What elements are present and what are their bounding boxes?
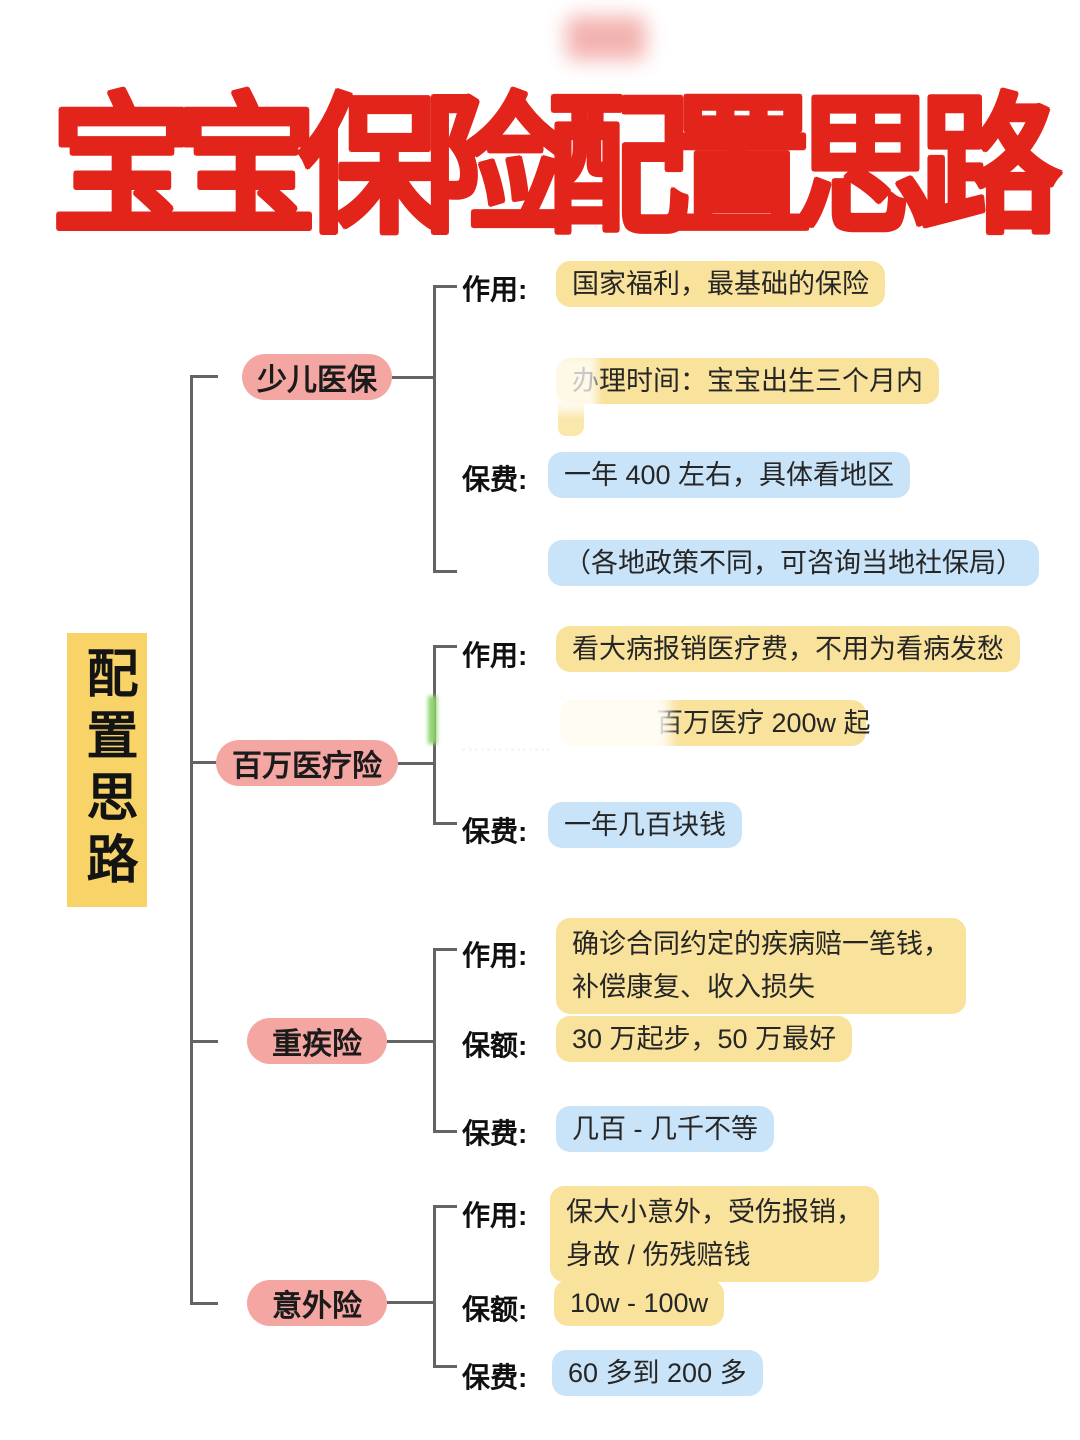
row-value: 几百 - 几千不等 (556, 1106, 774, 1152)
row-label: 作用: (462, 940, 528, 971)
row-value: 一年几百块钱 (548, 802, 742, 848)
row-label: 保费: (462, 464, 528, 495)
row-value: （各地政策不同，可咨询当地社保局） (548, 540, 1039, 586)
branch-node-million-medical-insurance: 百万医疗险 (216, 740, 398, 786)
branch-node-critical-illness-insurance: 重疾险 (247, 1018, 387, 1064)
bracket-3-top-tick (433, 948, 457, 951)
root-node-label: 配置思路 (78, 646, 136, 894)
bracket-2-top-tick (433, 645, 457, 648)
row-value: 30 万起步，50 万最好 (556, 1016, 853, 1062)
row-value: 办理时间：宝宝出生三个月内 (556, 358, 939, 404)
row-value: 60 多到 200 多 (552, 1350, 763, 1396)
bracket-4-top-tick (433, 1205, 457, 1208)
row-label: 保费: (462, 1362, 528, 1393)
node-4-connector (387, 1301, 433, 1304)
row-label: 作用: (462, 1200, 528, 1231)
node-3-connector (387, 1040, 433, 1043)
blur-artifact (455, 692, 670, 758)
blurred-red-badge (566, 16, 646, 60)
bracket-4-bottom-tick (433, 1365, 457, 1368)
row-value: 国家福利，最基础的保险 (556, 261, 885, 307)
row-label: 作用: (462, 274, 528, 305)
spine-tick-4 (190, 1302, 218, 1305)
spine-tick-2 (190, 761, 218, 764)
row-label: 保费: (462, 1118, 528, 1149)
bracket-section-4 (433, 1205, 436, 1367)
node-1-connector (392, 376, 433, 379)
row-label: 保额: (462, 1294, 528, 1325)
row-value: 一年 400 左右，具体看地区 (548, 452, 911, 498)
row-value: 10w - 100w (554, 1280, 725, 1326)
row-value: 保大小意外，受伤报销， 身故 / 伤残赔钱 (550, 1186, 879, 1282)
bracket-section-3 (433, 948, 436, 1132)
tree-spine-line (190, 375, 193, 1305)
branch-node-children-medical-insurance: 少儿医保 (242, 354, 392, 400)
blur-artifact (543, 355, 597, 413)
green-streak-artifact (428, 696, 437, 744)
row-value: 看大病报销医疗费，不用为看病发愁 (556, 626, 1020, 672)
bracket-2-bottom-tick (433, 822, 457, 825)
spine-tick-1 (190, 375, 218, 378)
spine-tick-3 (190, 1040, 218, 1043)
bracket-section-1 (433, 285, 436, 572)
bracket-1-top-tick (433, 285, 457, 288)
root-node: 配置思路 (67, 633, 147, 907)
row-label: 作用: (462, 640, 528, 671)
branch-node-accident-insurance: 意外险 (247, 1280, 387, 1326)
row-label: 保费: (462, 816, 528, 847)
bracket-1-bottom-tick (433, 570, 457, 573)
row-label: 保额: (462, 1030, 528, 1061)
row-value: 确诊合同约定的疾病赔一笔钱， 补偿康复、收入损失 (556, 918, 966, 1014)
node-2-connector (398, 762, 433, 765)
page-title: 宝宝保险配置思路 (51, 83, 1061, 252)
bracket-3-bottom-tick (433, 1130, 457, 1133)
